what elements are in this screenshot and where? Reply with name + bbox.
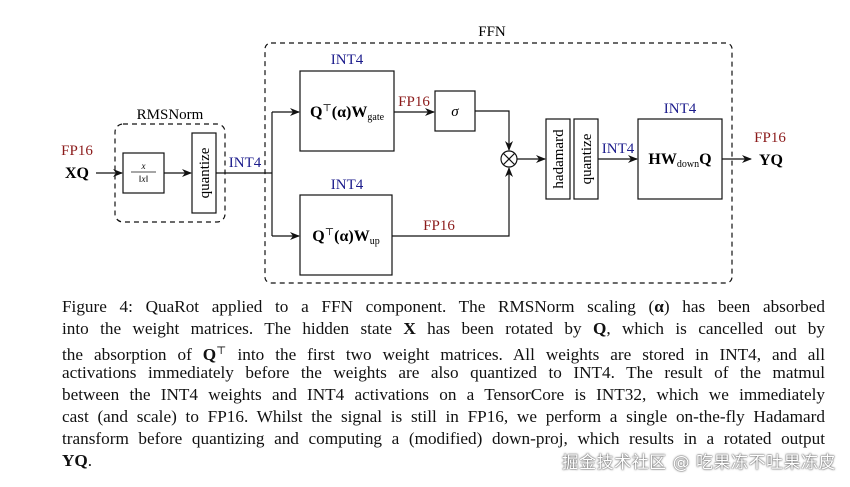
rmsnorm-label: RMSNorm [137,107,204,123]
watermark: 掘金技术社区 @ 吃果冻不吐果冻皮 [561,453,836,473]
caption-line: transform before quantizing and computin… [62,428,825,450]
output-label: YQ [759,152,783,169]
norm-numerator: x [141,161,146,171]
up-out-precision: FP16 [423,218,455,234]
caption-line: YQ. [62,450,825,472]
output-precision: FP16 [754,130,786,146]
gate-weight-label: Q⊤(α)Wgate [310,103,385,123]
quantize2-label: quantize [579,133,595,184]
down-weight-label: HWdownQ [648,151,711,170]
hadamard-label: hadamard [551,129,567,189]
caption-text: into the weight matrices. The hidden sta… [62,319,404,338]
sigma-label: σ [451,104,459,120]
hadamard-box [545,118,571,200]
quantize-label: quantize [197,147,213,198]
caption-text: ) has been absorbed [663,297,826,316]
up-weight-box [299,194,393,276]
ffn-label: FFN [478,24,506,40]
caption-line: activations immediately before the weigh… [62,362,825,384]
caption-line: between the INT4 weights and INT4 activa… [62,384,825,406]
caption-line: the absorption of Q⊤ into the first two … [62,340,825,364]
int4-label-norm: INT4 [229,155,262,171]
caption-text: X [403,319,416,338]
gate-weight-box [299,70,395,152]
caption-text: , which is cancelled out by [606,319,825,338]
caption-text: . [87,451,93,470]
norm-box [122,152,165,194]
caption-text: transform before quantizing and computin… [62,429,825,448]
input-label: XQ [65,165,89,182]
up-weight-label: Q⊤(α)Wup [312,227,379,247]
caption-text: Q [202,345,217,364]
int4-label-quantize: INT4 [602,141,635,157]
figure-caption: Figure 4: QuaRot applied to a FFN compon… [62,296,825,472]
input-precision: FP16 [61,143,93,159]
down-precision: INT4 [664,101,697,117]
up-to-multiply-arrow [392,167,513,237]
caption-text: activations immediately before the weigh… [62,363,825,382]
caption-text: between the INT4 weights and INT4 activa… [62,385,825,404]
caption-text: the absorption of [62,345,203,364]
caption-line: Figure 4: QuaRot applied to a FFN compon… [62,296,825,318]
gate-out-precision: FP16 [398,94,430,110]
caption-text: cast (and scale) to FP16. Whilst the sig… [62,407,825,426]
norm-denominator: ‖x‖ [139,174,148,184]
ffn-diagram: FFN RMSNorm FP16 XQ x ‖x‖ quantize INT4 … [61,24,786,284]
caption-text: into the first two weight matrices. All … [226,345,825,364]
multiply-icon [503,153,515,165]
caption-line: cast (and scale) to FP16. Whilst the sig… [62,406,825,428]
ffn-group-box [264,42,733,284]
caption-text: α [654,297,664,316]
caption-line: into the weight matrices. The hidden sta… [62,318,825,340]
caption-text: Q [592,319,607,338]
gate-precision: INT4 [331,52,364,68]
caption-text: has been rotated by [415,319,593,338]
sigma-to-multiply-arrow [475,110,513,151]
up-precision: INT4 [331,177,364,193]
caption-text: Figure 4: QuaRot applied to a FFN compon… [62,297,655,316]
caption-text: ⊤ [216,345,227,357]
caption-text: YQ [62,451,88,470]
